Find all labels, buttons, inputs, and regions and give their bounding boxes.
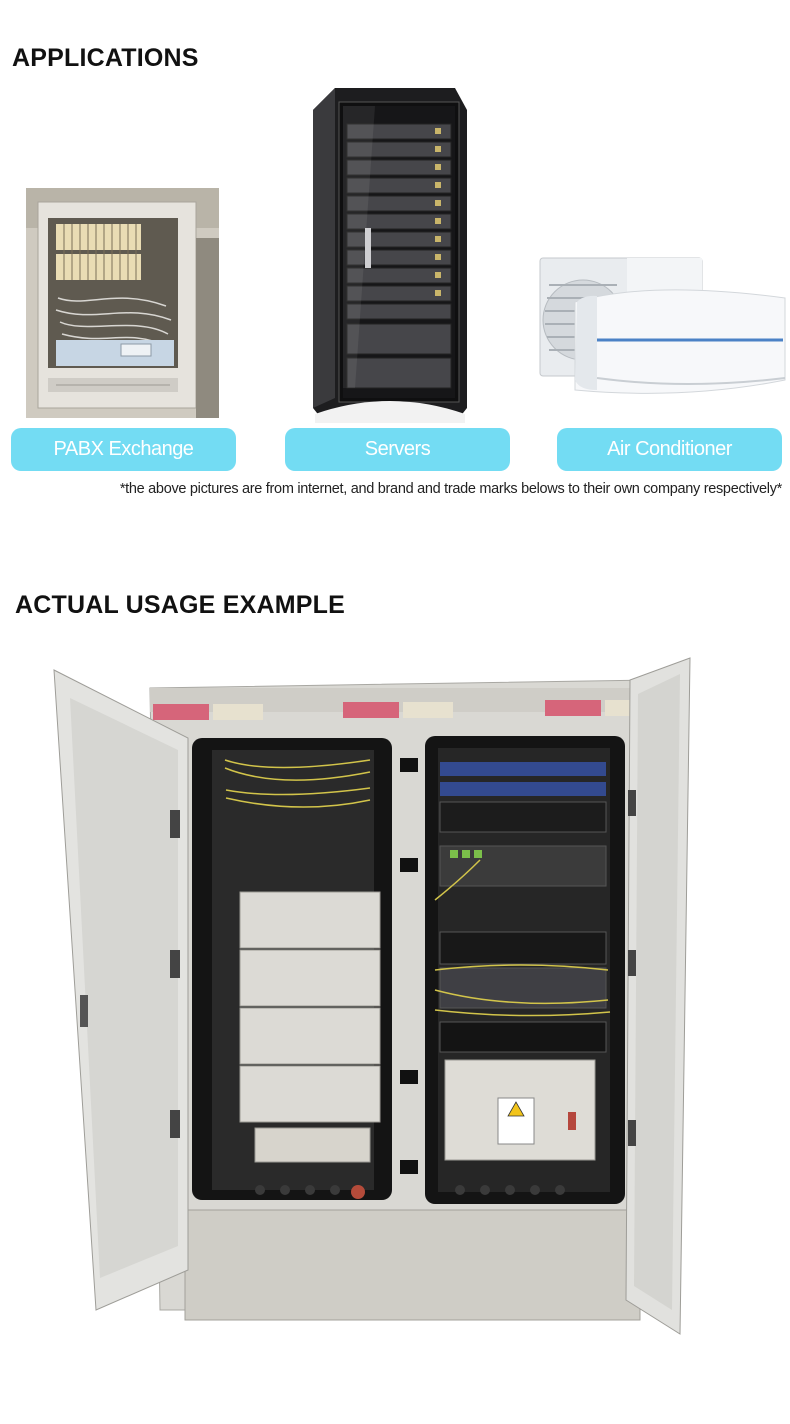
pabx-exchange-image: [26, 188, 219, 418]
actual-usage-heading: ACTUAL USAGE EXAMPLE: [15, 591, 345, 619]
air-conditioner-label: Air Conditioner: [557, 428, 782, 471]
outdoor-cabinet-image: [53, 657, 691, 1335]
server-rack-image: [313, 88, 467, 423]
air-conditioner-image: [539, 257, 786, 394]
pabx-exchange-label: PABX Exchange: [11, 428, 236, 471]
applications-heading: APPLICATIONS: [12, 44, 199, 72]
image-disclaimer: *the above pictures are from internet, a…: [119, 481, 782, 497]
servers-label: Servers: [285, 428, 510, 471]
